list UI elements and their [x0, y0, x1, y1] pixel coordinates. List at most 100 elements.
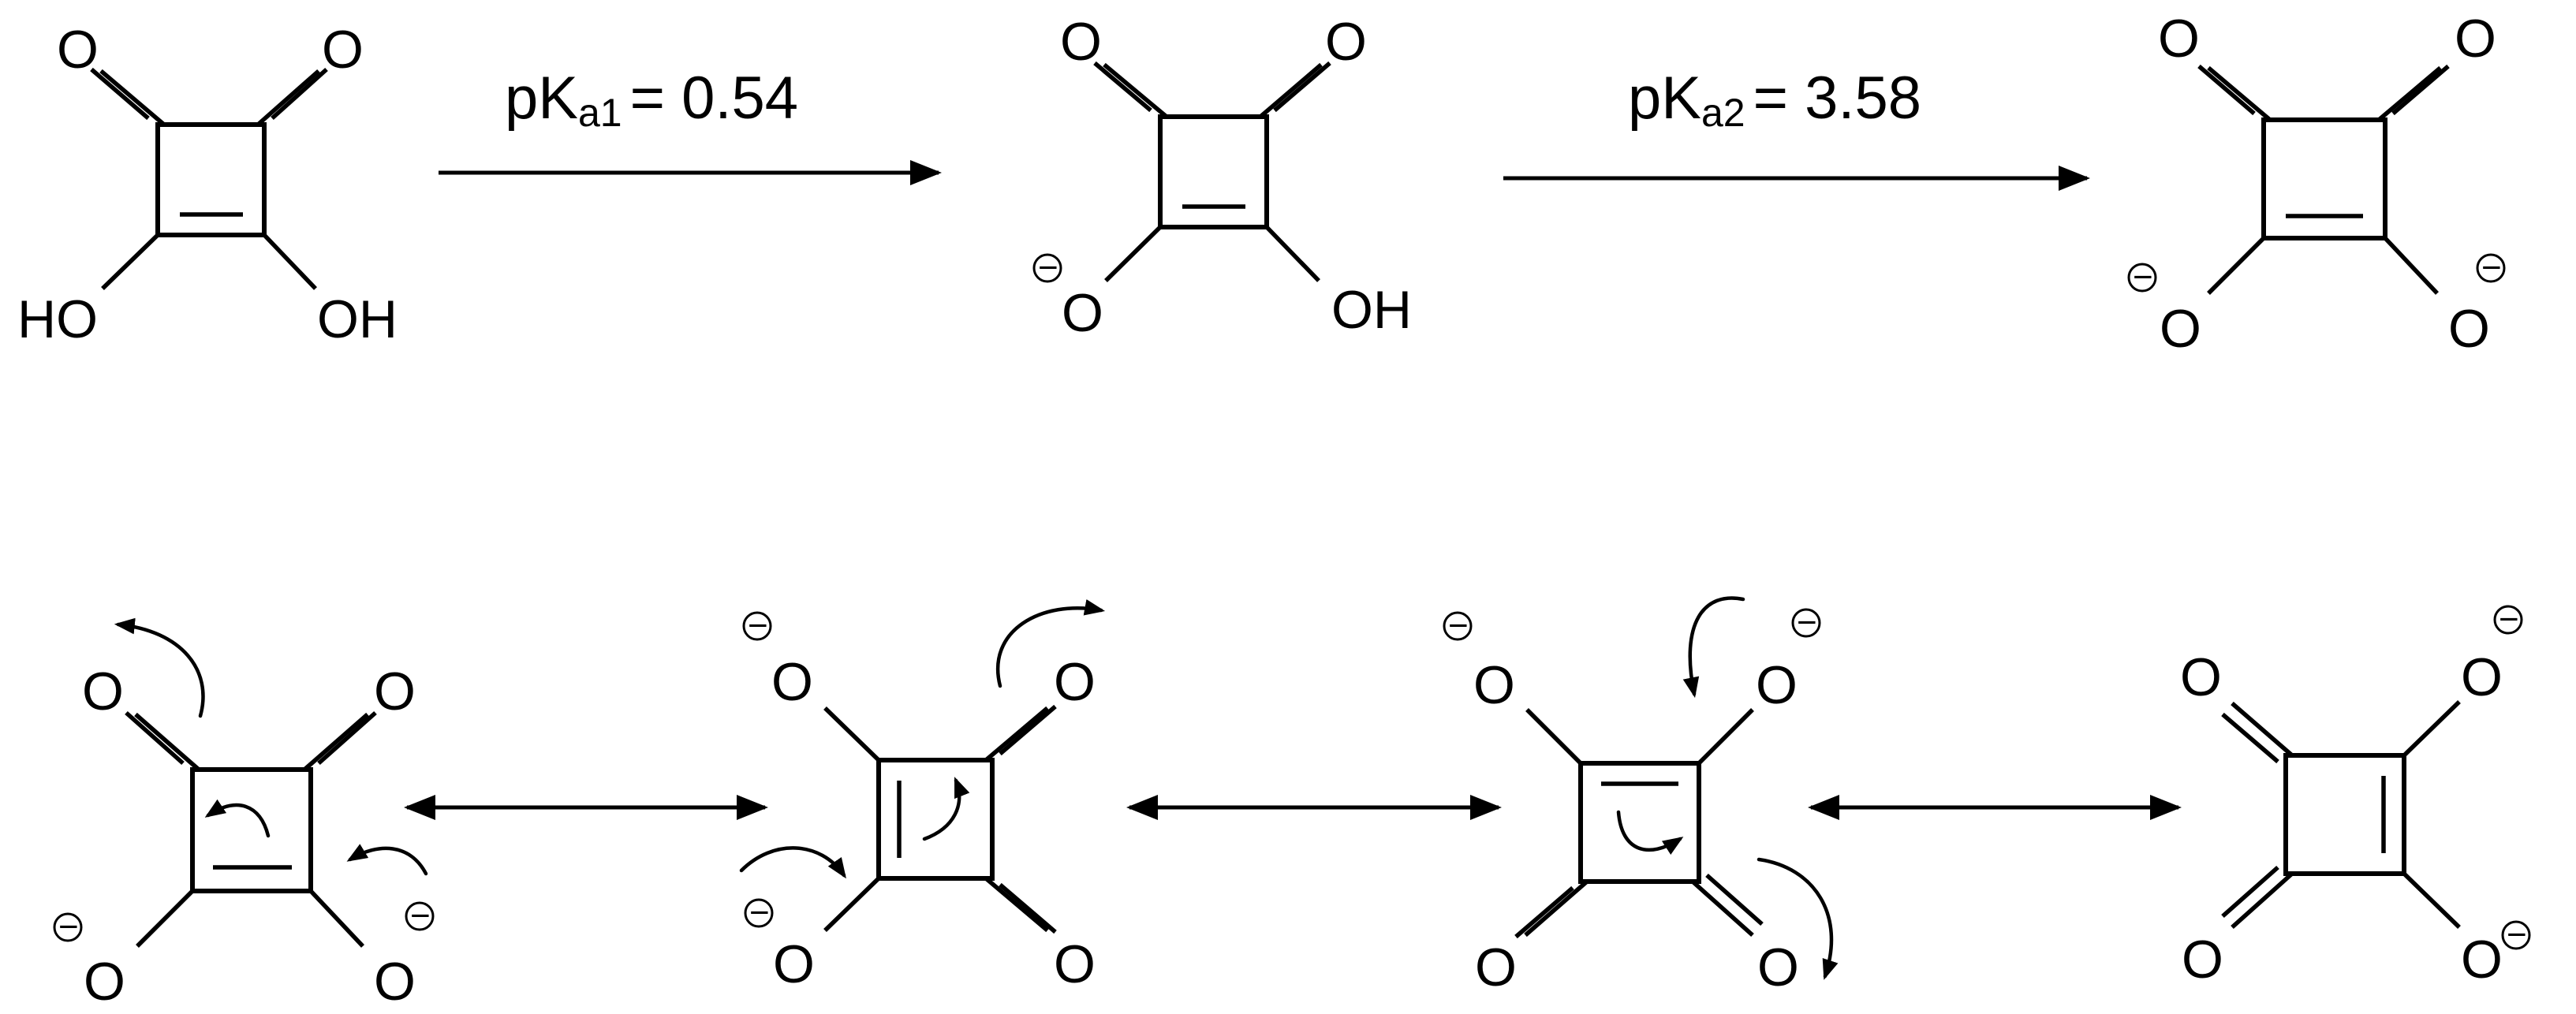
- carbonyl-bond: [2391, 64, 2450, 116]
- carbonyl-bond: [2197, 64, 2256, 116]
- carbonyl-bond: [256, 69, 320, 127]
- oxygen-label: O: [2182, 930, 2223, 990]
- oxygen-label: O: [1475, 938, 1517, 997]
- carbonyl-bond: [999, 882, 1057, 934]
- carbonyl-bond: [2221, 712, 2279, 764]
- curly-arrow: [1757, 857, 1839, 980]
- carbonyl-bond: [317, 710, 377, 766]
- hydrogen-squarate: O O O − OH: [1032, 12, 1412, 343]
- hydroxyl-bond: [1265, 226, 1320, 282]
- carbonyl-bond: [303, 712, 369, 772]
- charge-circle: [742, 611, 772, 641]
- oxide-bond: [2402, 700, 2461, 757]
- squaric-acid: O O HO OH: [17, 20, 398, 349]
- carbonyl-bond: [999, 704, 1057, 756]
- hydroxyl-bond: [101, 233, 159, 290]
- oxygen-label: O: [2158, 9, 2200, 69]
- carbonyl-bond: [1705, 873, 1764, 926]
- carbonyl-bond: [1093, 61, 1152, 113]
- hydroxyl-label: HO: [17, 289, 98, 349]
- oxygen-label: O: [771, 652, 813, 712]
- oxygen-label: O: [2448, 299, 2490, 359]
- curly-arrow: [204, 799, 271, 838]
- oxide-bond: [2207, 237, 2265, 295]
- curly-arrow: [114, 617, 205, 718]
- carbonyl-bond: [271, 67, 328, 121]
- oxygen-label: O: [1756, 655, 1798, 715]
- charge-circle: [1791, 608, 1821, 638]
- oxygen-label: O: [2455, 9, 2496, 69]
- hydroxyl-label: OH: [1331, 280, 1412, 340]
- carbonyl-bond: [1259, 62, 1323, 119]
- curly-arrow: [739, 846, 846, 879]
- carbonyl-bond: [125, 710, 185, 766]
- curly-arrow: [1616, 810, 1684, 856]
- squarate-dianion: O O O O − −: [2127, 9, 2506, 359]
- curly-arrow: [1682, 596, 1745, 699]
- oxide-bond: [823, 706, 880, 762]
- resonance-structure-3: O O O O − −: [1443, 596, 1839, 997]
- oxygen-label: O: [1757, 938, 1799, 997]
- oxide-bond: [1697, 708, 1754, 765]
- hydroxyl-label: OH: [317, 289, 398, 349]
- oxide-bond: [2383, 237, 2440, 295]
- carbonyl-bond: [2221, 865, 2279, 919]
- oxide-bond: [136, 889, 194, 948]
- oxide-bond: [1525, 708, 1582, 765]
- oxygen-label: O: [1473, 655, 1515, 715]
- carbonyl-bond: [1103, 62, 1168, 119]
- carbonyl-bond: [2231, 871, 2294, 930]
- charge-circle: [1443, 611, 1473, 641]
- carbonyl-bond: [1524, 879, 1589, 938]
- ring: [1578, 761, 1701, 884]
- charge-circle: [2127, 263, 2157, 293]
- carbonyl-bond: [99, 69, 166, 127]
- second-dissociation: pKa2= 3.58: [1503, 65, 2090, 191]
- oxygen-label: O: [84, 952, 125, 1012]
- ring: [155, 122, 267, 237]
- oxygen-label: O: [374, 952, 416, 1012]
- oxygen-label: O: [374, 662, 416, 721]
- carbonyl-bond: [1514, 885, 1574, 939]
- carbonyl-bond: [134, 712, 200, 772]
- carbonyl-bond: [2231, 701, 2294, 758]
- charge-circle: [2501, 920, 2531, 950]
- curly-arrow: [995, 599, 1106, 688]
- curly-arrow: [346, 844, 428, 876]
- oxygen-label: O: [322, 20, 364, 80]
- charge-circle: [53, 912, 83, 942]
- carbonyl-bond: [1691, 879, 1754, 938]
- oxygen-label: O: [82, 662, 124, 721]
- charge-circle: [405, 901, 435, 931]
- charge-circle: [744, 898, 774, 928]
- oxide-bond: [308, 889, 365, 948]
- ring: [190, 767, 313, 893]
- first-dissociation: pKa1= 0.54: [439, 65, 942, 185]
- carbonyl-bond: [1273, 61, 1331, 113]
- charge-circle: [2493, 605, 2523, 635]
- oxygen-label: O: [2461, 930, 2503, 990]
- oxygen-label: O: [1062, 283, 1103, 343]
- oxygen-label: O: [1060, 12, 1102, 72]
- charge-circle: [2476, 253, 2506, 283]
- charge-circle: [1032, 253, 1062, 283]
- carbonyl-bond: [90, 67, 150, 121]
- hydroxyl-bond: [263, 233, 317, 290]
- oxygen-label: O: [2461, 647, 2503, 707]
- oxygen-label: O: [1054, 652, 1096, 712]
- oxygen-label: O: [57, 20, 99, 80]
- oxygen-label: O: [1054, 934, 1096, 994]
- carbonyl-bond: [2377, 65, 2442, 122]
- ring: [876, 758, 995, 881]
- oxide-bond: [2402, 872, 2461, 929]
- oxygen-label: O: [2180, 647, 2222, 707]
- resonance-structure-1: O O O O − −: [53, 617, 435, 1012]
- pka1-label: pKa1= 0.54: [505, 65, 798, 135]
- oxide-bond: [823, 877, 880, 932]
- curly-arrow: [922, 777, 970, 841]
- oxide-bond: [1104, 226, 1162, 282]
- resonance-structure-4: O O O O − −: [2180, 600, 2531, 990]
- ring: [2283, 753, 2406, 876]
- oxygen-label: O: [1325, 12, 1367, 72]
